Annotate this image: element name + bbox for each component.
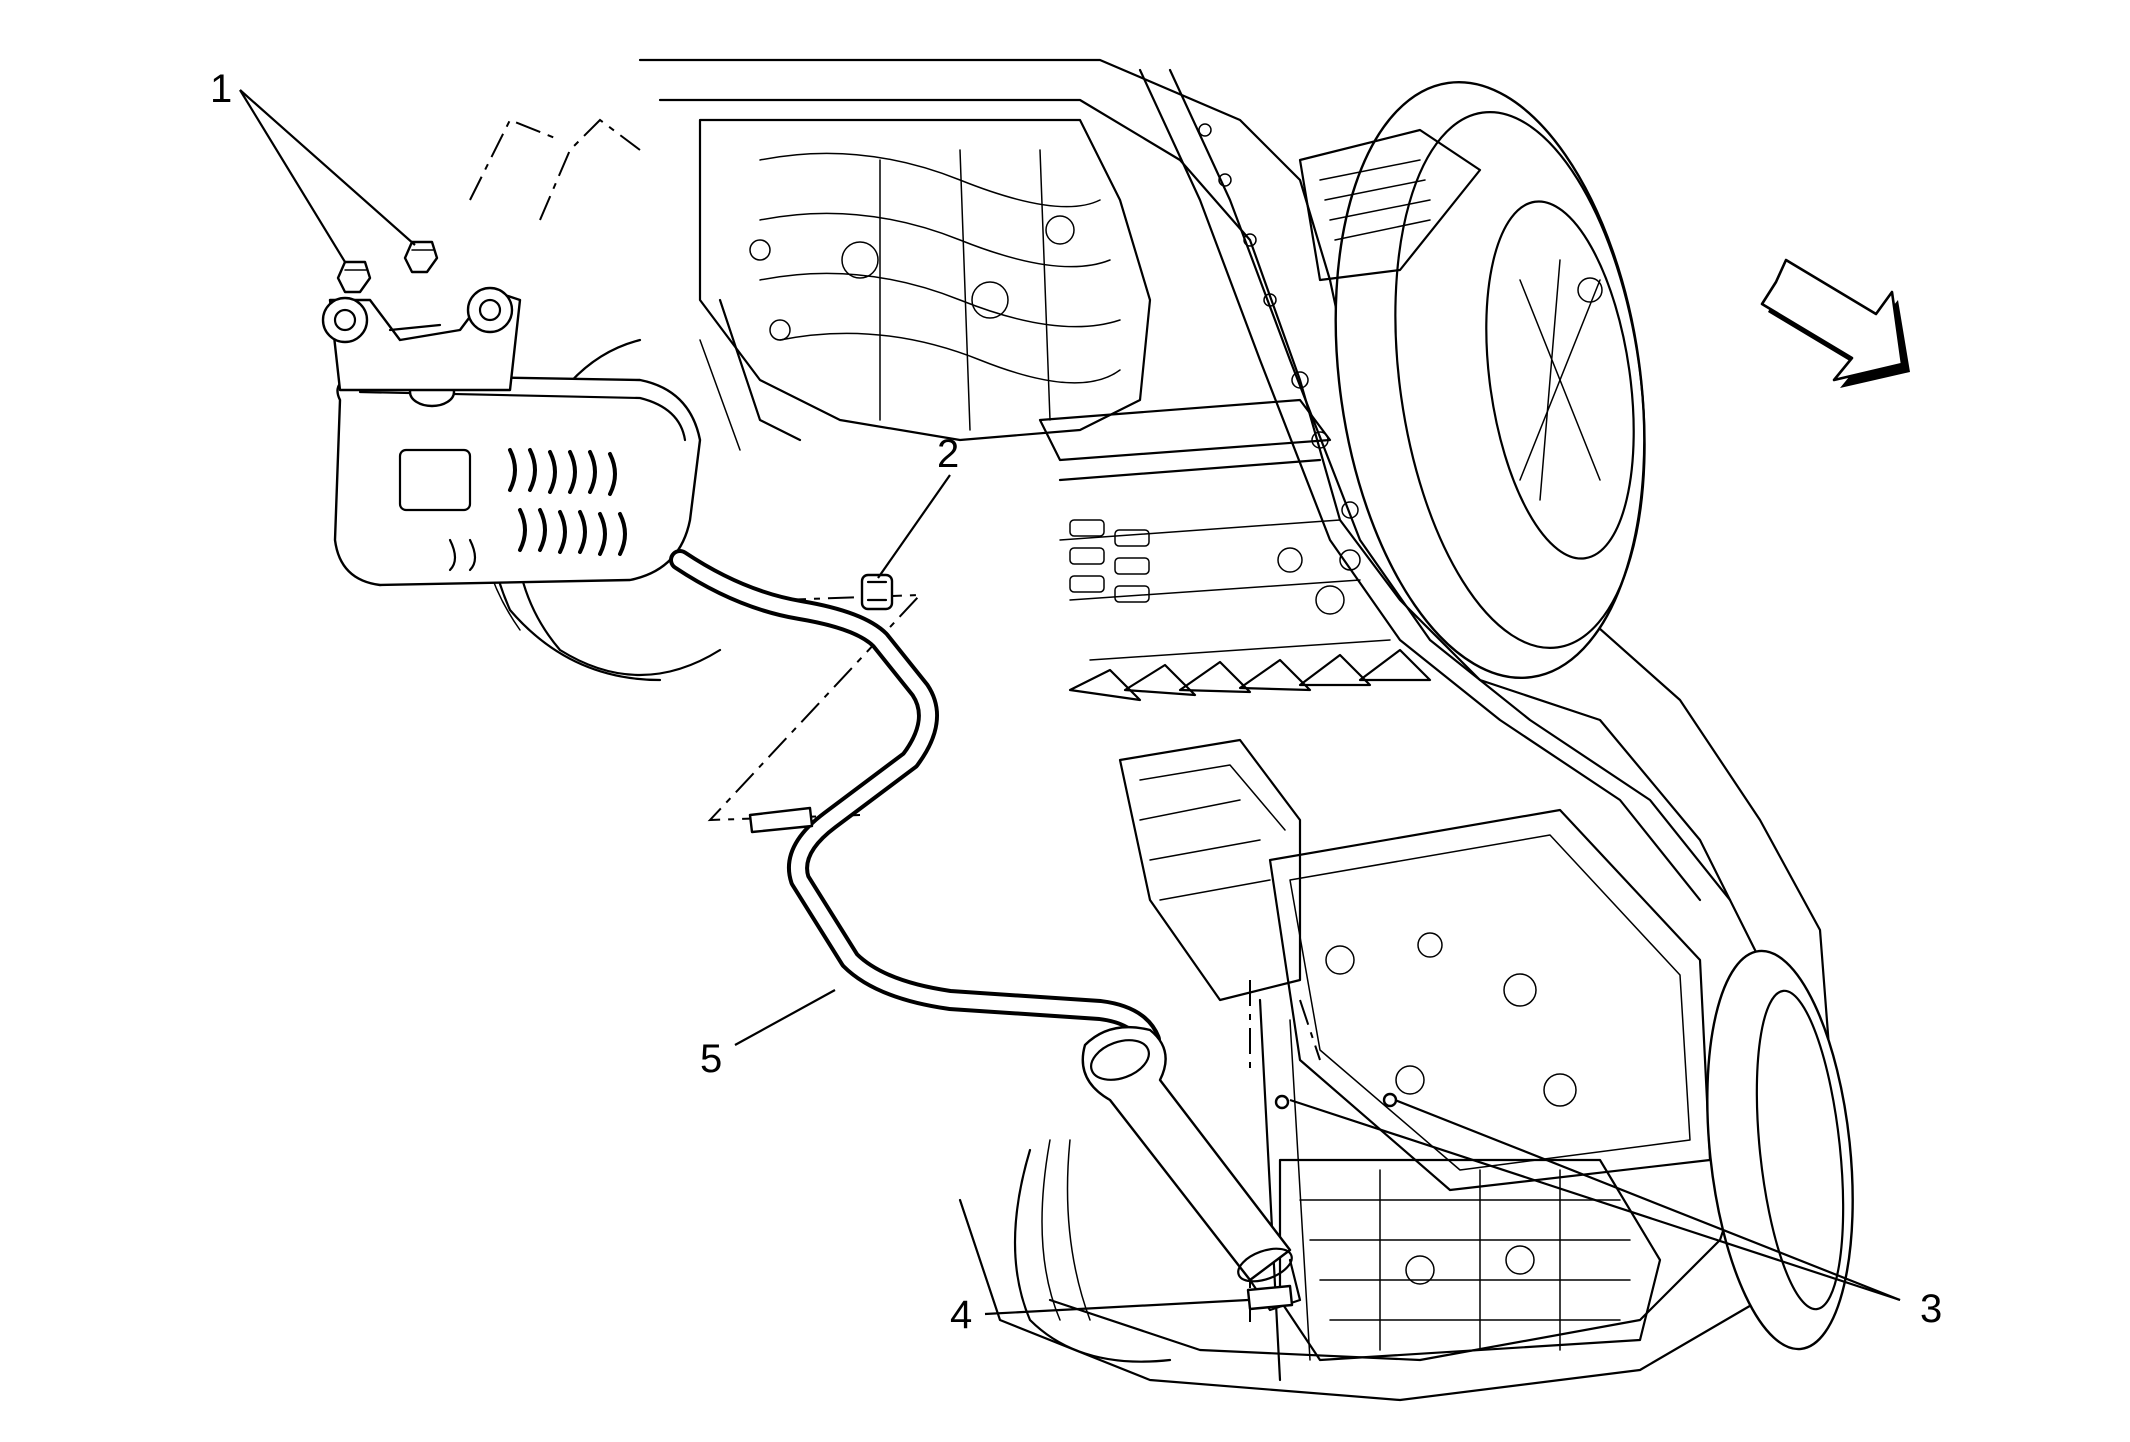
callout-3: 3 (1920, 1287, 1942, 1331)
frame-rail-holes (1198, 123, 1359, 519)
exhaust-pipe (669, 549, 1161, 1051)
rear-muffler (333, 373, 702, 587)
rear-right-tire (1706, 949, 1854, 1351)
callout-4: 4 (950, 1293, 972, 1337)
vehicle-underbody (638, 58, 1832, 1402)
floor-cutouts (1068, 648, 1432, 702)
exhaust-insulator (860, 573, 894, 611)
callout-5: 5 (700, 1037, 722, 1081)
floor-pads (1069, 519, 1361, 615)
direction-arrow-icon (1760, 258, 1910, 388)
callout-2: 2 (937, 432, 959, 476)
hanger-brackets (1274, 1092, 1398, 1110)
callout-1: 1 (210, 67, 232, 111)
rear-left-tire (1013, 1148, 1172, 1363)
front-pipe-flange (1246, 1284, 1294, 1311)
muffler-bolts (336, 240, 439, 294)
muffler-bracket (321, 286, 522, 392)
resonator (1081, 1026, 1302, 1312)
callout-labels: 1 2 3 4 5 (210, 67, 1942, 1337)
leader-lines (239, 89, 1901, 1316)
bolt-right-icon (403, 240, 439, 274)
bolt-left-icon (336, 260, 372, 294)
front-right-tire (1334, 80, 1646, 680)
